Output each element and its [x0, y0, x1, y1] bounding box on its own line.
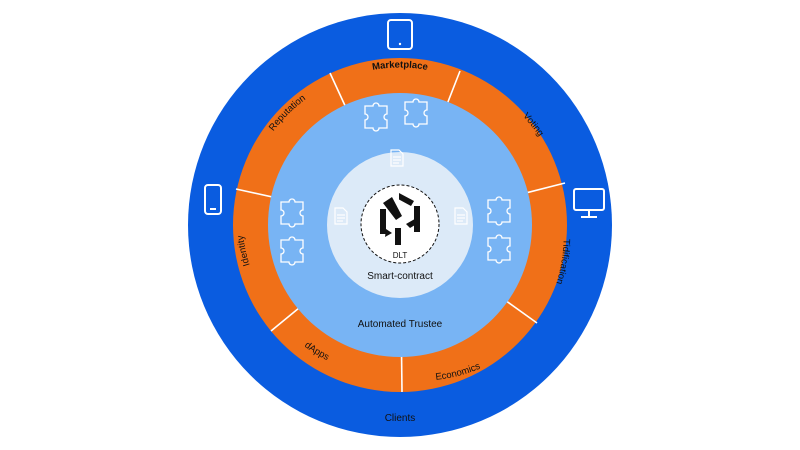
document-icon	[334, 207, 348, 225]
tablet-icon	[387, 19, 413, 50]
clients-label: Clients	[385, 413, 416, 424]
segment-label-marketplace: Marketplace	[371, 59, 428, 72]
puzzle-icon	[487, 196, 511, 226]
smart-contract-label: Smart-contract	[367, 271, 433, 282]
desktop-monitor-icon	[573, 188, 605, 218]
puzzle-icon	[404, 98, 428, 128]
puzzle-icon	[487, 234, 511, 264]
puzzle-icon	[280, 236, 304, 266]
document-icon	[390, 149, 404, 167]
dlt-logo-icon	[380, 193, 420, 245]
automated-trustee-label: Automated Trustee	[358, 319, 443, 330]
smartphone-icon	[204, 184, 222, 215]
puzzle-icon	[280, 198, 304, 228]
dlt-label: DLT	[393, 251, 408, 260]
dlt-core	[360, 184, 440, 264]
document-icon	[454, 207, 468, 225]
puzzle-icon	[364, 102, 388, 132]
